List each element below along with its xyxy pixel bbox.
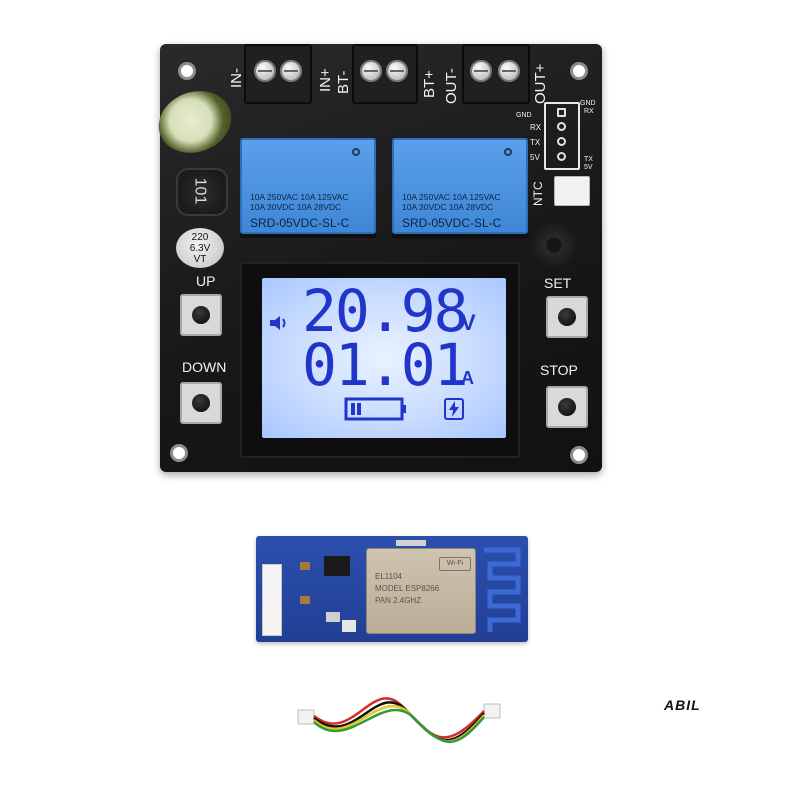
shield-text-line: MODEL ESP8266	[375, 584, 440, 593]
header-pin	[557, 152, 566, 161]
up-button[interactable]	[180, 294, 222, 336]
serial-header	[544, 102, 580, 170]
relay-spec: 10A 250VAC 10A 125VAC 10A 30VDC 10A 28VD…	[402, 192, 522, 212]
relay-spec-line: 10A 250VAC 10A 125VAC	[250, 192, 349, 202]
header-label-tx: TX	[530, 138, 541, 147]
relay-spec-line: 10A 250VAC 10A 125VAC	[402, 192, 501, 202]
label-set: SET	[544, 275, 572, 291]
label-ntc: NTC	[531, 181, 545, 206]
current-readout: 01.01	[302, 331, 469, 399]
pcb-antenna	[484, 547, 521, 632]
header-pin	[557, 108, 566, 117]
smd-capacitor: 220 6.3V VT	[176, 228, 224, 268]
label-out-plus: OUT+	[532, 63, 549, 104]
stop-button[interactable]	[546, 386, 588, 428]
connection-cable	[297, 697, 501, 744]
smd-component	[300, 596, 310, 604]
header-label-gnd: GND	[516, 112, 532, 119]
smd-component	[342, 620, 356, 632]
current-unit: A	[461, 368, 474, 388]
inductor-marking: 101	[191, 177, 209, 205]
mount-hole	[170, 444, 188, 462]
header-pin	[557, 137, 566, 146]
inductor: 101	[176, 168, 228, 216]
esp-shield-can: Wi-Fi EL1104 MODEL ESP8266 PAN 2.4GHZ	[366, 548, 476, 634]
battery-terminal	[352, 44, 418, 104]
relay-model: SRD-05VDC-SL-C	[250, 216, 350, 230]
shield-text-line: PAN 2.4GHZ	[375, 596, 422, 605]
label-bt-minus: BT-	[335, 70, 352, 94]
label-out-minus: OUT-	[443, 68, 460, 104]
label-up: UP	[196, 273, 216, 289]
relay-spec: 10A 250VAC 10A 125VAC 10A 30VDC 10A 28VD…	[250, 192, 370, 212]
watermark: ABIL	[664, 697, 701, 713]
charging-icon	[444, 398, 464, 420]
screw	[386, 60, 408, 82]
wifi-logo: Wi-Fi	[439, 557, 471, 571]
buzzer	[531, 222, 577, 268]
header-right-label-gnd: GND	[580, 100, 596, 107]
screw	[470, 60, 492, 82]
relay-model: SRD-05VDC-SL-C	[402, 216, 502, 230]
battery-icon	[344, 397, 406, 421]
voltage-readout: 20.98	[302, 277, 469, 345]
cap-marking-line: 220	[191, 232, 209, 243]
output-terminal	[462, 44, 530, 104]
relay-left: 10A 250VAC 10A 125VAC 10A 30VDC 10A 28VD…	[240, 138, 376, 234]
wifi-module-connector	[262, 564, 282, 636]
mount-hole	[570, 446, 588, 464]
ntc-connector	[554, 176, 590, 206]
header-label-5v: 5V	[530, 153, 540, 162]
relay-marker	[504, 148, 512, 156]
shield-text-line: EL1104	[375, 572, 402, 581]
header-right-label-5v: 5V	[584, 164, 593, 171]
label-bt-plus: BT+	[421, 70, 438, 98]
smd-component	[326, 612, 340, 622]
speaker-icon	[270, 316, 286, 330]
label-in-minus: IN-	[228, 68, 245, 88]
header-right-label-tx: TX	[584, 156, 593, 163]
label-stop: STOP	[540, 362, 578, 378]
set-button[interactable]	[546, 296, 588, 338]
screw	[254, 60, 276, 82]
voltage-unit: V	[461, 310, 476, 335]
cap-marking-line: VT	[193, 254, 207, 265]
smd-component	[300, 562, 310, 570]
header-pin	[557, 122, 566, 131]
relay-spec-line: 10A 30VDC 10A 28VDC	[250, 202, 342, 212]
relay-spec-line: 10A 30VDC 10A 28VDC	[402, 202, 494, 212]
down-button[interactable]	[180, 382, 222, 424]
mount-hole	[570, 62, 588, 80]
screw	[360, 60, 382, 82]
screw	[280, 60, 302, 82]
header-label-rx: RX	[530, 123, 542, 132]
label-down: DOWN	[182, 359, 227, 375]
label-in-plus: IN+	[317, 68, 334, 92]
lcd-display	[262, 278, 506, 438]
relay-marker	[352, 148, 360, 156]
mount-hole	[178, 62, 196, 80]
cap-marking-line: 6.3V	[189, 243, 211, 254]
voltage-regulator	[324, 556, 350, 576]
relay-right: 10A 250VAC 10A 125VAC 10A 30VDC 10A 28VD…	[392, 138, 528, 234]
header-right-label-rx: RX	[584, 108, 594, 115]
input-terminal	[244, 44, 312, 104]
screw	[498, 60, 520, 82]
smd-component	[396, 540, 426, 546]
